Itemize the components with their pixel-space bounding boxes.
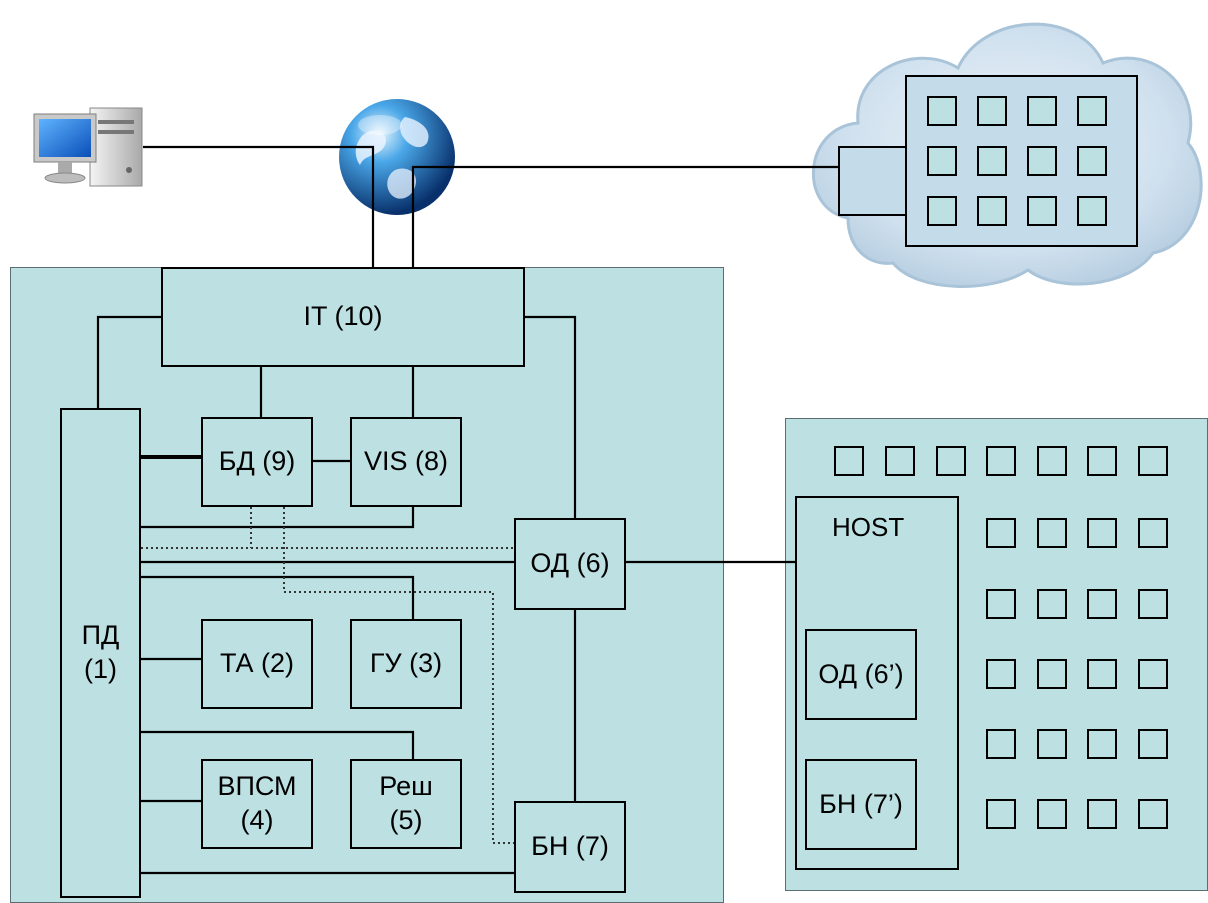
host-cell xyxy=(1037,446,1067,476)
host-od-box: ОД (6’) xyxy=(805,629,917,720)
cloud-cell xyxy=(977,196,1007,226)
host-cell xyxy=(1037,589,1067,619)
host-label: HOST xyxy=(832,512,905,542)
host-cell xyxy=(1138,659,1168,689)
ta-box: ТА (2) xyxy=(201,619,313,709)
computer-icon xyxy=(33,107,143,187)
cloud-cell xyxy=(927,196,957,226)
vpsm-box: ВПСМ (4) xyxy=(201,759,313,849)
host-cell xyxy=(986,659,1016,689)
host-cell xyxy=(1037,799,1067,829)
host-cell xyxy=(1087,729,1117,759)
host-cell xyxy=(834,446,864,476)
pd-box: ПД (1) xyxy=(60,408,141,898)
cloud-cell xyxy=(977,96,1007,126)
host-cell xyxy=(1138,518,1168,548)
host-cell xyxy=(1138,799,1168,829)
cloud-cell xyxy=(1027,96,1057,126)
vis-box: VIS (8) xyxy=(350,417,462,507)
host-cell xyxy=(1037,518,1067,548)
cloud-server-port xyxy=(838,146,907,216)
cloud-cell xyxy=(1077,146,1107,176)
it-box: IT (10) xyxy=(161,267,525,367)
host-cell xyxy=(1037,659,1067,689)
host-cell xyxy=(885,446,915,476)
cloud-cell xyxy=(1027,196,1057,226)
host-cell xyxy=(1087,446,1117,476)
cloud-cell xyxy=(1077,196,1107,226)
host-cell xyxy=(1138,446,1168,476)
host-cell xyxy=(986,589,1016,619)
host-cell xyxy=(1087,799,1117,829)
resh-box: Реш (5) xyxy=(350,759,462,849)
host-cell xyxy=(1138,589,1168,619)
cloud-cell xyxy=(977,146,1007,176)
host-cell xyxy=(936,446,966,476)
host-bn-box: БН (7’) xyxy=(805,759,917,850)
host-cell xyxy=(1037,729,1067,759)
bd-box: БД (9) xyxy=(201,417,313,507)
host-cell xyxy=(986,518,1016,548)
cloud-cell xyxy=(1027,146,1057,176)
bn-box: БН (7) xyxy=(514,801,626,893)
host-cell xyxy=(986,446,1016,476)
host-cell xyxy=(1087,589,1117,619)
host-cell xyxy=(1087,518,1117,548)
host-cell xyxy=(1138,729,1168,759)
cloud-cell xyxy=(1077,96,1107,126)
cloud-cell xyxy=(927,96,957,126)
gu-box: ГУ (3) xyxy=(350,619,462,709)
host-cell xyxy=(986,799,1016,829)
cloud-cell xyxy=(927,146,957,176)
od-box: ОД (6) xyxy=(514,518,626,610)
host-cell xyxy=(1087,659,1117,689)
host-cell xyxy=(986,729,1016,759)
